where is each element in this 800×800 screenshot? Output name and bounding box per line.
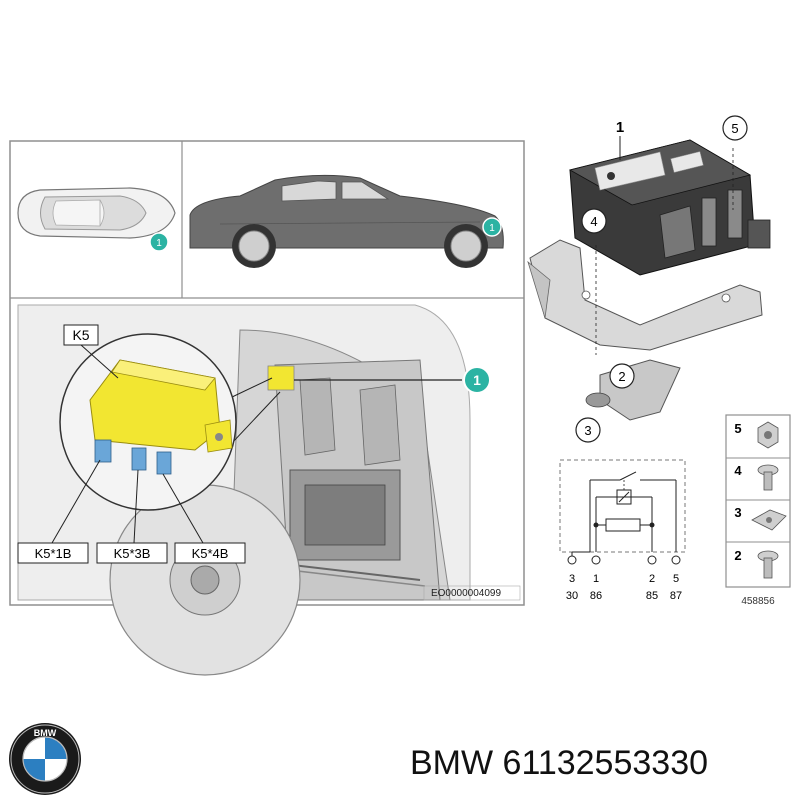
screw-icon xyxy=(757,550,779,579)
callout-clip-3: 3 xyxy=(584,423,591,438)
relay-exploded-view xyxy=(527,139,771,421)
hw-item-2: 2 xyxy=(734,548,741,563)
callout-1-small: 1 xyxy=(156,238,162,249)
callout-1-side: 1 xyxy=(489,223,495,234)
relay-schematic: 3 1 2 5 30 86 85 87 xyxy=(559,459,686,602)
hw-item-3: 3 xyxy=(734,505,741,520)
label-k5-4b: K5*4B xyxy=(192,546,229,561)
hw-item-5: 5 xyxy=(734,421,741,436)
part-number-label: 458856 xyxy=(741,596,775,607)
hw-item-4: 4 xyxy=(734,463,742,478)
exploded-callouts: 1 5 4 2 3 xyxy=(575,115,748,443)
pin-bottom-87: 87 xyxy=(670,590,682,602)
clip-icon xyxy=(751,509,787,531)
bolt-icon xyxy=(757,464,779,491)
pin-top-5: 5 xyxy=(673,573,679,585)
callout-nut-5: 5 xyxy=(731,121,738,136)
hardware-list-panel: 5 4 3 2 458856 xyxy=(725,414,791,607)
pin-top-2: 2 xyxy=(649,573,655,585)
pin-bottom-86: 86 xyxy=(590,590,602,602)
car-top-view: 1 xyxy=(17,187,176,252)
label-k5-1b: K5*1B xyxy=(35,546,72,561)
car-side-view: 1 xyxy=(189,174,504,268)
pin-top-1: 1 xyxy=(593,573,599,585)
pin-bottom-85: 85 xyxy=(646,590,658,602)
pin-bottom-30: 30 xyxy=(566,590,578,602)
callout-screw-2: 2 xyxy=(618,369,625,384)
nut-icon xyxy=(757,421,779,449)
logo-letters: BMW xyxy=(34,728,57,738)
bmw-roundel-icon: BMW xyxy=(9,723,81,795)
label-k5: K5 xyxy=(72,327,89,343)
pin-top-3: 3 xyxy=(569,573,575,585)
label-k5-3b: K5*3B xyxy=(114,546,151,561)
callout-screw-4: 4 xyxy=(590,214,597,229)
callout-1-detail: 1 xyxy=(473,372,481,388)
reference-code: EO0000004099 xyxy=(431,588,502,599)
product-caption: BMW 61132553330 xyxy=(410,744,709,782)
relay-zoom-circle: K5 K5*1B K5*3B K5*4B xyxy=(17,324,246,564)
callout-relay-1: 1 xyxy=(616,119,624,136)
